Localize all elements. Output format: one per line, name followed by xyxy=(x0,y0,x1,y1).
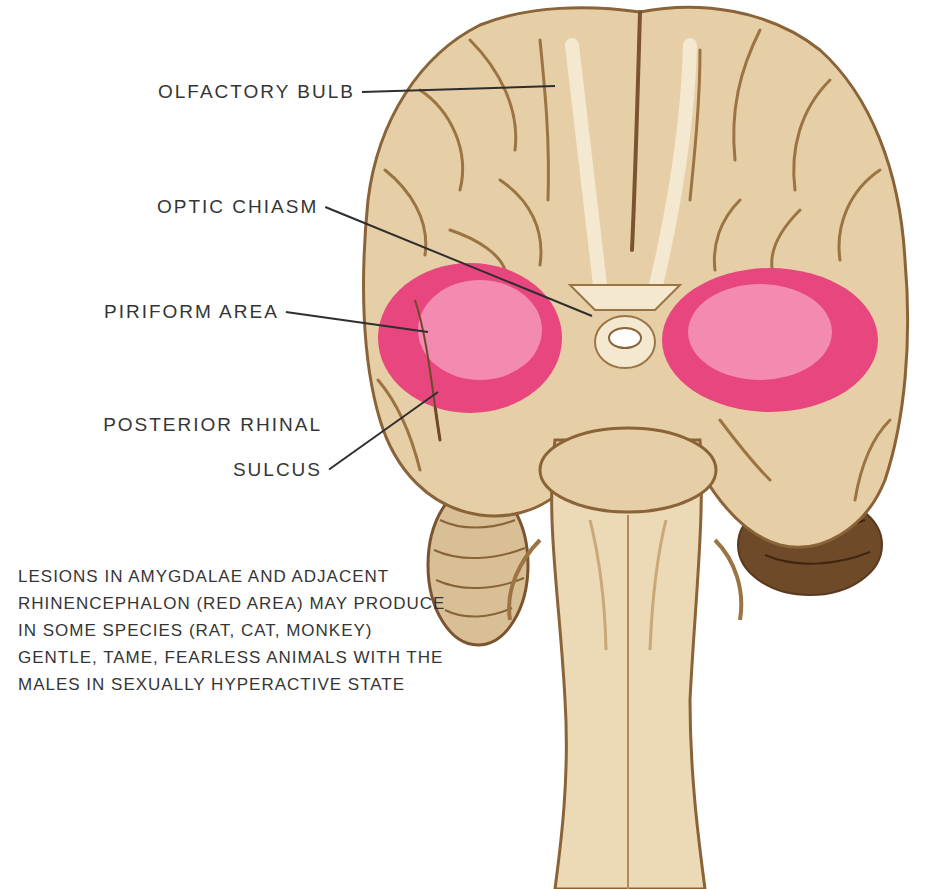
part-label: POSTERIOR RHINAL SULCUS xyxy=(60,402,322,492)
leader-line xyxy=(325,207,592,316)
note-text: LESIONS IN AMYGDALAE AND ADJACENT RHINEN… xyxy=(18,563,450,698)
optic-chiasm xyxy=(570,285,680,368)
cerebrum xyxy=(364,7,908,547)
olfactory-tracts xyxy=(572,45,690,285)
leader-lines xyxy=(286,86,592,470)
part-label: OLFACTORY BULB xyxy=(158,80,355,104)
amygdala-region xyxy=(378,263,878,440)
leader-line xyxy=(286,312,428,332)
brainstem xyxy=(509,428,741,889)
leader-line xyxy=(362,86,555,92)
leader-line xyxy=(329,392,438,470)
part-label: PIRIFORM AREA xyxy=(104,300,279,324)
part-label: OPTIC CHIASM xyxy=(157,195,318,219)
